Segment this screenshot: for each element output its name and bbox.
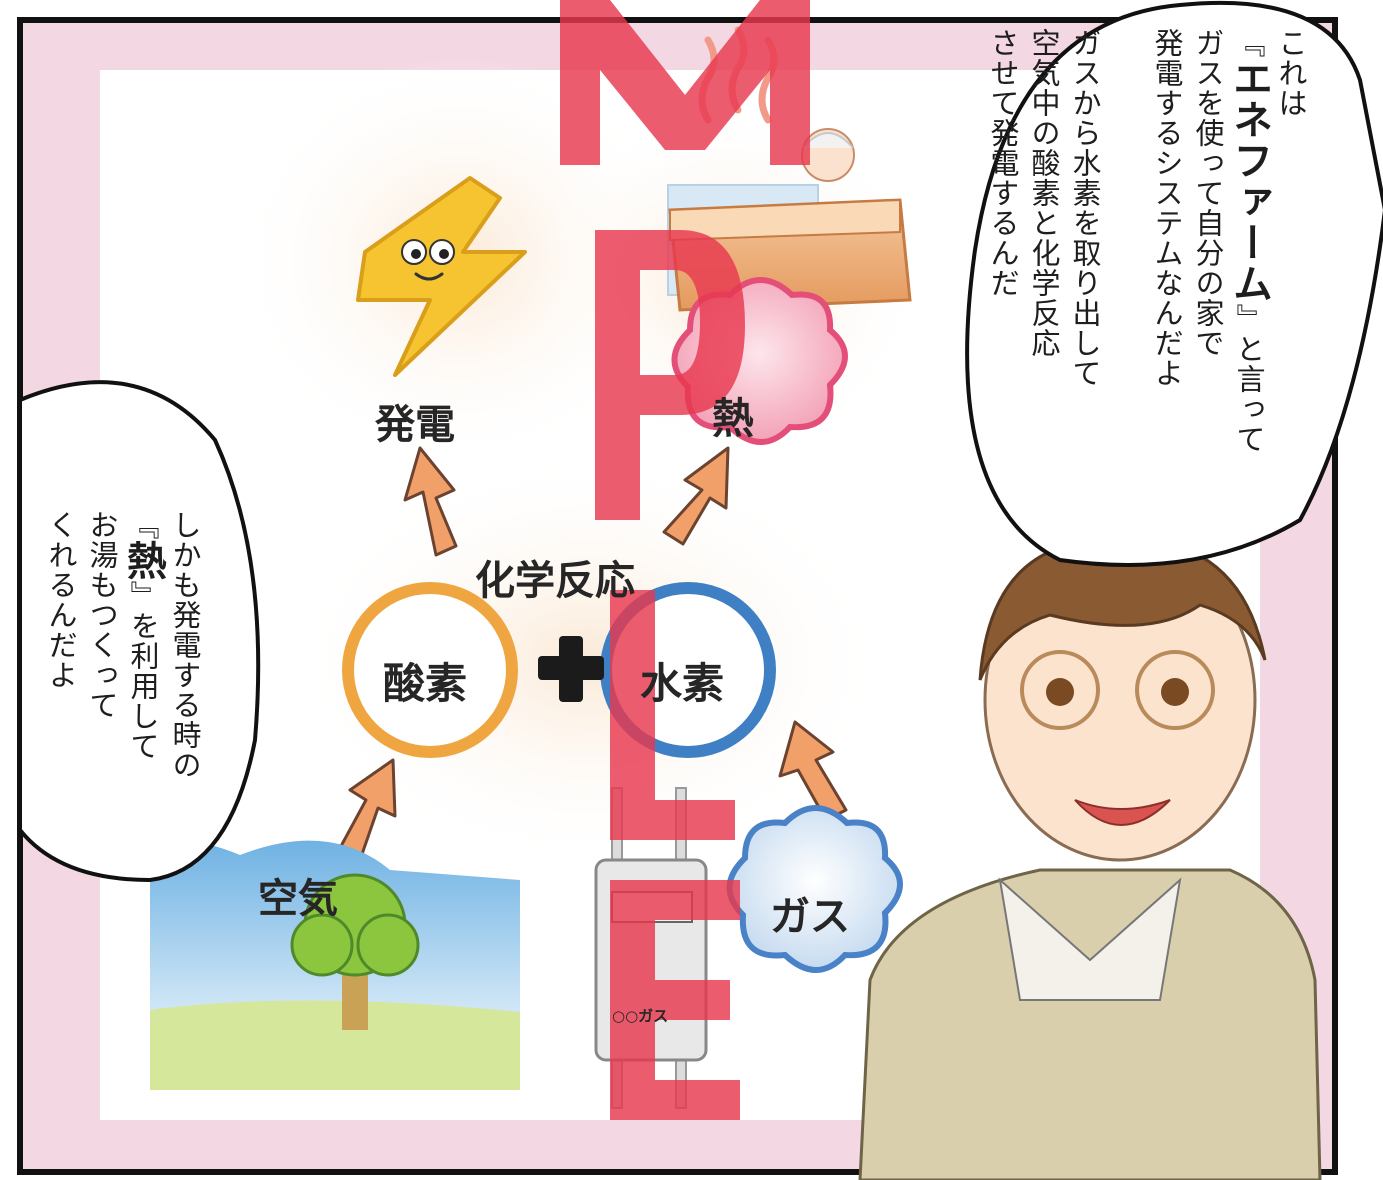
speech-right-line-1: これは (1274, 28, 1308, 118)
lightning-bolt-icon (356, 176, 527, 377)
speech-text-right: これは『エネファーム』と言ってガスを使って自分の家で発電するシステムなんだよ ガス… (982, 28, 1311, 548)
speech-left-line-4: くれるんだよ (44, 510, 78, 690)
arrow-to-power (403, 446, 458, 557)
oxygen-label: 酸素 (383, 659, 468, 708)
speech-right-line-7: させて発電するんだ (986, 28, 1020, 298)
arrow-air-to-oxygen (338, 758, 397, 862)
speech-right-line-3: ガスを使って自分の家で (1191, 28, 1225, 358)
speech-right-line-6: 空気中の酸素と化学反応 (1027, 28, 1061, 358)
air-scene-illustration (150, 840, 520, 1090)
arrow-to-heat (662, 446, 730, 546)
gas-label: ガス (770, 894, 850, 940)
oxygen-circle (342, 582, 518, 758)
speech-left-line-1: しかも発電する時の (168, 510, 202, 780)
power-label: 発電 (375, 402, 455, 448)
speech-left-emphasis: 熱 (120, 540, 167, 581)
speech-left-line-2-close: 』を利用して (126, 581, 160, 761)
speech-right-emphasis: エネファーム (1226, 58, 1273, 304)
speech-bubble-right (965, 0, 1383, 567)
speech-left-line-3: お湯もつくって (85, 510, 119, 720)
speech-left-line-2-open: 『 (126, 510, 160, 540)
heat-label: 熱 (712, 394, 755, 443)
gas-meter-label: ○○ガス (612, 1007, 669, 1025)
arrow-gas-to-hydrogen (778, 720, 848, 822)
speech-right-line-5: ガスから水素を取り出して (1068, 28, 1102, 388)
speech-right-line-4: 発電するシステムなんだよ (1150, 28, 1184, 388)
plus-icon (538, 636, 604, 702)
speech-right-line-2-open: 『 (1232, 28, 1266, 58)
reaction-label: 化学反応 (475, 558, 635, 604)
gas-cloud-icon (726, 805, 903, 973)
watermark-letters (560, 0, 810, 1120)
person-illustration (858, 537, 1322, 1180)
speech-text-left: しかも発電する時の『熱』を利用してお湯もつくってくれるんだよ (40, 510, 205, 840)
speech-right-line-2-close: 』と言って (1232, 304, 1266, 454)
speech-bubble-left (18, 380, 261, 883)
air-label: 空気 (258, 876, 338, 922)
hydrogen-label: 水素 (640, 659, 725, 708)
